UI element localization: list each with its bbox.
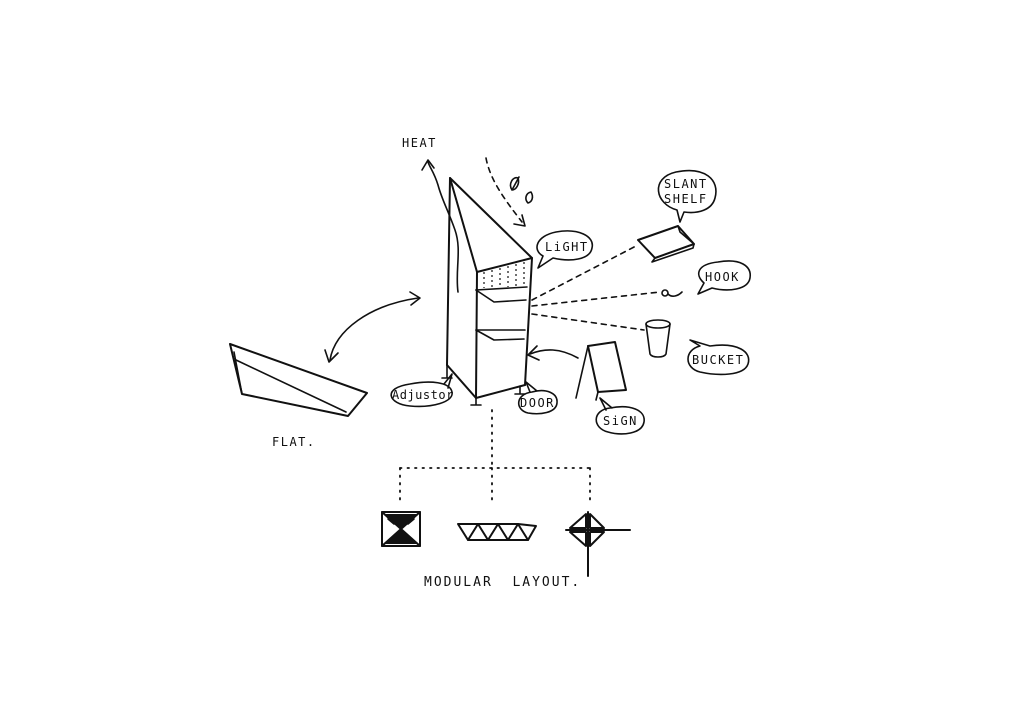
module-triangle-row-icon (457, 523, 537, 541)
slant-shelf-label-2: SHELF (664, 192, 708, 206)
bucket-label: BUCKET (692, 353, 744, 367)
sign-callout: SiGN (595, 397, 645, 435)
adjustor-label: Adjustor (392, 388, 454, 402)
door-label: DOOR (520, 396, 555, 410)
bucket-callout: BUCKET (687, 339, 750, 376)
bucket-item (645, 319, 671, 358)
modular-layout-label: MODULAR LAYOUT. (424, 575, 581, 590)
module-square-icon (381, 511, 421, 547)
light-label: LiGHT (545, 240, 589, 254)
leaf-icon (509, 176, 520, 191)
hook-item (661, 289, 683, 297)
fold-arrow (324, 291, 421, 363)
module-cross-icon (565, 511, 631, 577)
light-hatch (483, 262, 525, 288)
sign-label: SiGN (603, 414, 638, 428)
sign-arrow (527, 345, 579, 361)
heat-wave (427, 161, 460, 293)
leaf-icon (525, 191, 534, 204)
adjustor-callout: Adjustor (390, 373, 454, 408)
flat-panel (229, 343, 368, 417)
slant-shelf-item (637, 225, 695, 263)
door-callout: DOOR (517, 381, 558, 415)
kiosk-tower (421, 159, 533, 406)
hook-label: HOOK (705, 270, 740, 284)
light-callout: LiGHT (536, 230, 594, 269)
hook-callout: HOOK (697, 260, 751, 295)
projection-lines (531, 245, 661, 331)
modular-layout-tree (399, 409, 591, 506)
flat-label: FLAT. (272, 435, 316, 449)
wind-arrow (485, 157, 526, 227)
sign-item (575, 341, 627, 401)
slant-shelf-callout: SLANT SHELF (657, 169, 717, 223)
heat-label: HEAT (402, 136, 437, 150)
slant-shelf-label-1: SLANT (664, 177, 708, 191)
